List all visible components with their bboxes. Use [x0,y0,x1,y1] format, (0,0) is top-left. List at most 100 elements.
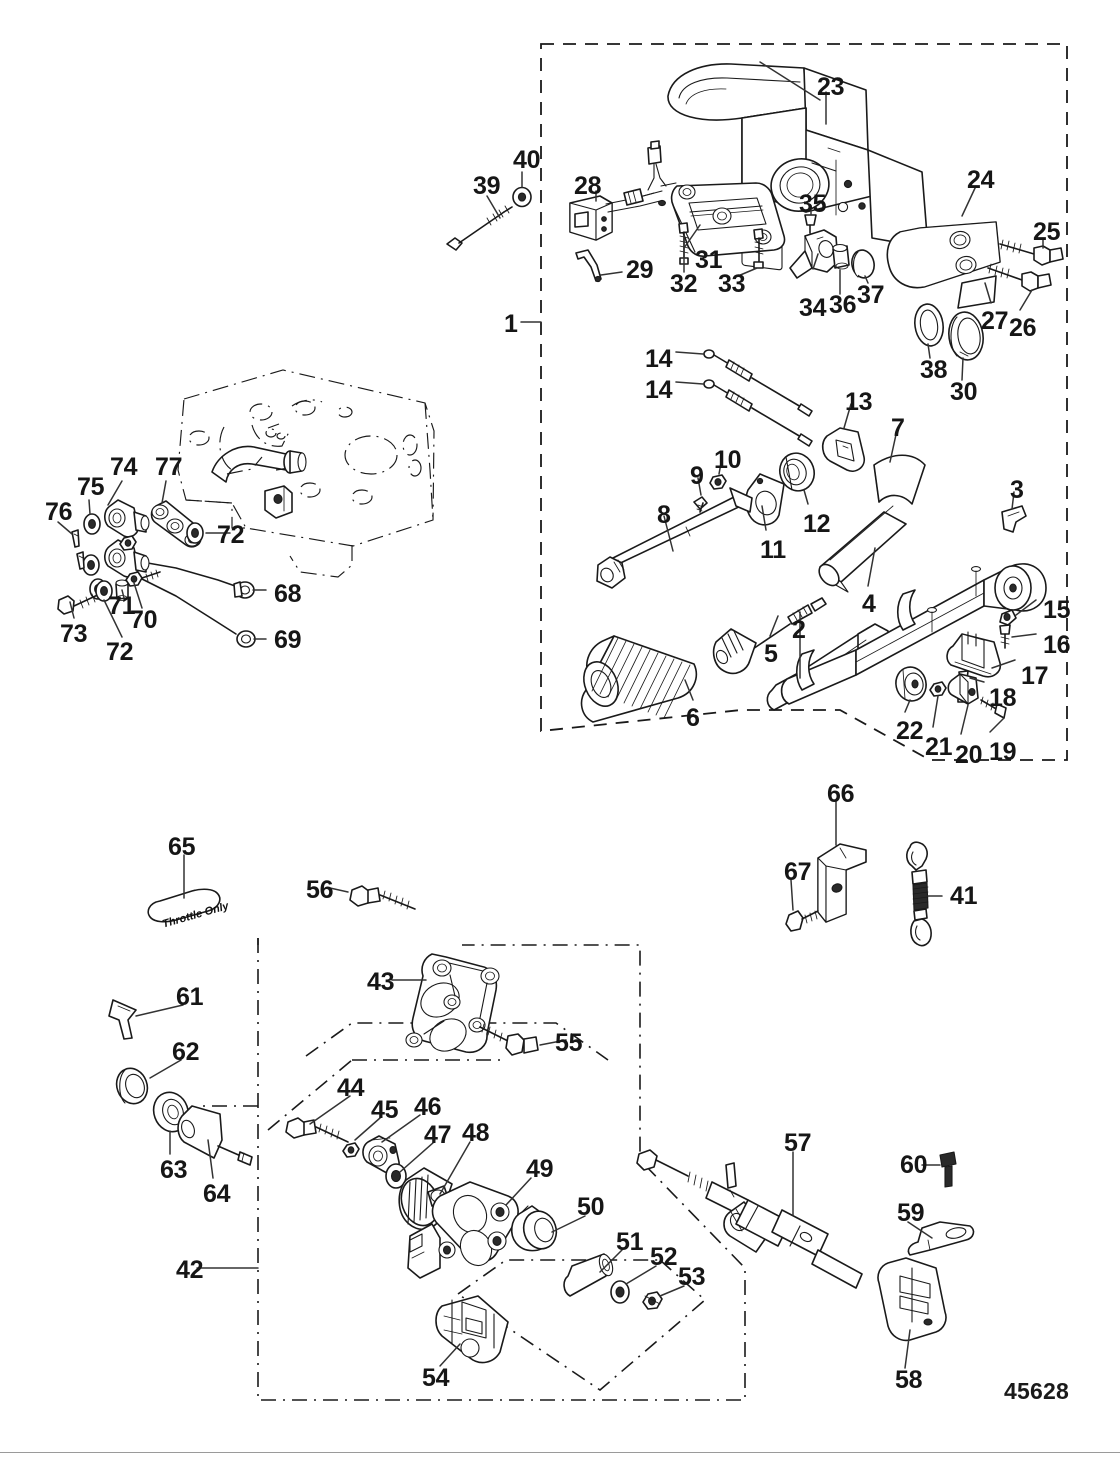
callout-48: 48 [462,1119,490,1147]
callout-37: 37 [857,281,885,309]
part-33-screw [753,228,764,269]
part-28-switch-harness [569,140,677,241]
callout-34: 34 [799,294,827,322]
callout-46: 46 [414,1093,442,1121]
callout-70: 70 [130,606,158,634]
part-13-clamp [821,427,866,472]
assembly-1-boundary [540,43,1068,761]
part-8-throttle-shaft [596,487,753,589]
part-43-bracket [405,953,500,1054]
part-70-nut-a [125,569,161,587]
callout-51: 51 [616,1228,644,1256]
callout-40: 40 [513,146,541,174]
callout-42: 42 [176,1256,204,1284]
part-69-linkage-rod [139,577,256,648]
callout-77: 77 [155,453,183,481]
callout-5: 5 [764,640,778,668]
callout-35: 35 [799,190,827,218]
callout-20: 20 [955,741,983,769]
callout-60: 60 [900,1151,928,1179]
callout-24: 24 [967,166,995,194]
callout-36: 36 [829,291,857,319]
callout-68: 68 [274,580,302,608]
callout-6: 6 [686,704,700,732]
part-38-seal [914,303,944,347]
callout-10: 10 [714,446,742,474]
part-16-screw [999,624,1011,649]
callout-21: 21 [925,733,953,761]
engine-inlet-tube [211,445,307,483]
callout-62: 62 [172,1038,200,1066]
part-51-sleeve [563,1253,614,1297]
part-9-screw [693,496,708,513]
part-22-bushing [895,666,927,702]
part-tiller-tube-housing [780,563,1047,705]
engine-bracket-boss [264,485,293,519]
callout-54: 54 [422,1364,450,1392]
callout-18: 18 [989,684,1017,712]
callout-65: 65 [168,833,196,861]
part-3-clip [1001,505,1027,533]
callout-33: 33 [718,270,746,298]
part-21-nut [929,681,947,697]
part-46-block [362,1135,400,1174]
callout-71: 71 [108,592,136,620]
part-59-plate [907,1221,975,1256]
callout-73: 73 [60,620,88,648]
callout-74: 74 [110,453,138,481]
part-19-screw [980,696,1007,719]
callout-3: 3 [1010,476,1024,504]
callout-58: 58 [895,1366,923,1394]
part-40-washer [512,186,532,208]
part-68-linkage-rod [141,561,255,599]
callout-14-upper: 14 [645,345,673,373]
callout-39: 39 [473,172,501,200]
callout-26: 26 [1009,314,1037,342]
part-65-label-plate [147,888,221,923]
part-56-bolt [349,885,416,910]
part-76-cotter-b [76,551,85,570]
callout-19: 19 [989,738,1017,766]
engine-block-phantom [177,369,435,578]
callout-12: 12 [803,510,831,538]
callout-43: 43 [367,968,395,996]
callout-75: 75 [77,473,105,501]
callout-69: 69 [274,626,302,654]
callout-41: 41 [950,882,978,910]
part-61-clip [108,999,137,1040]
callout-7: 7 [891,414,905,442]
part-4-tube [818,505,907,593]
callout-14-lower: 14 [645,376,673,404]
part-30-bushing [948,311,984,361]
callout-38: 38 [920,356,948,384]
callout-45: 45 [371,1096,399,1124]
part-26-bolt [987,263,1052,292]
callout-76: 76 [45,498,73,526]
callout-2: 2 [792,616,806,644]
callout-9: 9 [690,462,704,490]
part-39-bolt [446,205,513,251]
callout-27: 27 [981,307,1009,335]
part-52-washer [610,1280,630,1304]
assembly-42-boundary [203,938,746,1401]
callout-31: 31 [695,246,723,274]
callout-30: 30 [950,378,978,406]
part-67-screw [785,910,819,932]
part-31-handle-shell [670,182,786,257]
callout-72-b: 72 [106,638,134,666]
callout-53: 53 [678,1263,706,1291]
part-lower-bracket-body [407,1181,519,1279]
callout-29: 29 [626,256,654,284]
callout-22: 22 [896,717,924,745]
callout-32: 32 [670,270,698,298]
part-53-nut [642,1291,663,1310]
callout-56: 56 [306,876,334,904]
callout-59: 59 [897,1199,925,1227]
callout-64: 64 [203,1180,231,1208]
part-74-pivot-block [104,499,150,538]
part-45-nut [342,1142,360,1158]
part-37-collar [851,249,875,279]
